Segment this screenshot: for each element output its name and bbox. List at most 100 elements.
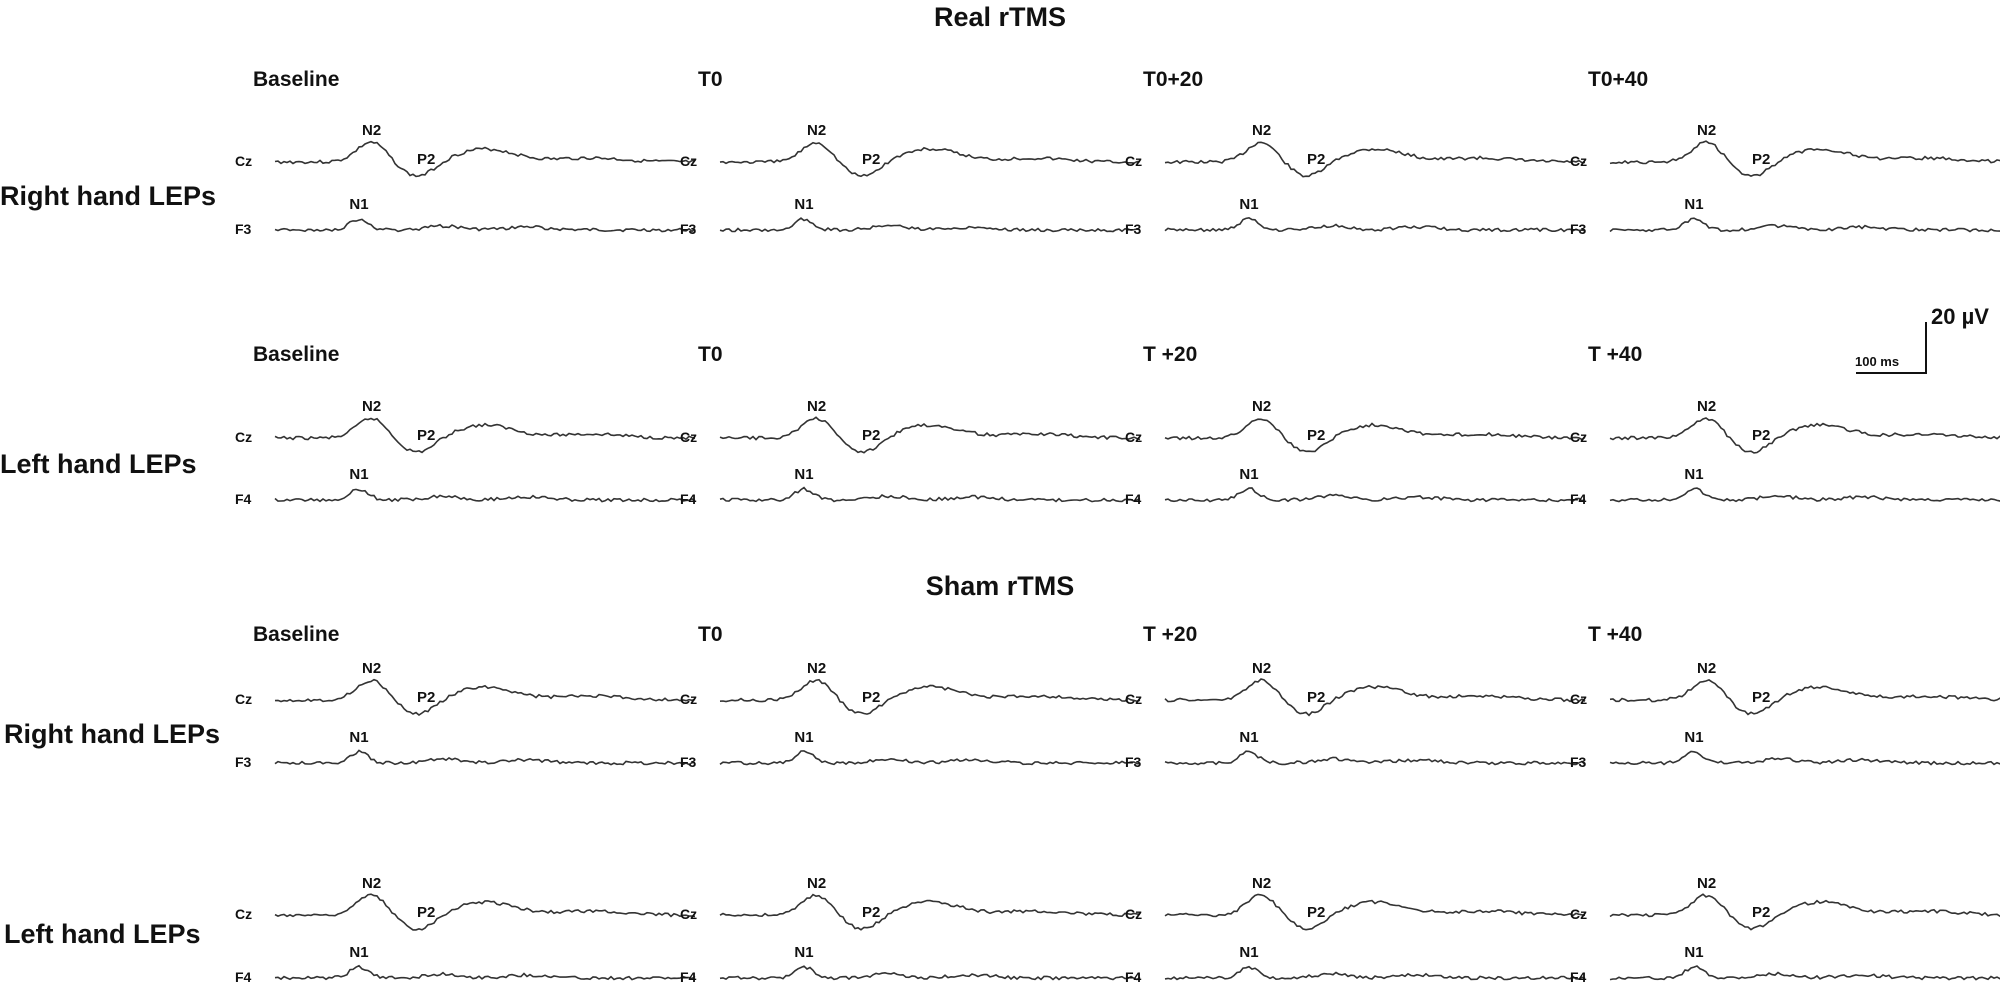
channel-label-upper: Cz — [1570, 429, 1588, 445]
peak-label-p2: P2 — [1307, 904, 1326, 921]
peak-label-p2: P2 — [1752, 689, 1771, 706]
column-header: Baseline — [253, 623, 340, 646]
eeg-trace-lower — [1164, 216, 1586, 233]
column-header: T0+40 — [1588, 68, 1649, 91]
peak-label-n2: N2 — [1252, 398, 1272, 415]
channel-label-upper: Cz — [235, 691, 253, 707]
peak-label-p2: P2 — [862, 151, 881, 168]
peak-label-p2: P2 — [1307, 151, 1326, 168]
eeg-trace-upper — [719, 893, 1141, 931]
eeg-trace-upper — [1164, 141, 1586, 178]
section-title-real: Real rTMS — [933, 2, 1067, 32]
peak-label-n2: N2 — [362, 398, 382, 415]
peak-label-n1: N1 — [349, 196, 369, 213]
peak-label-n1: N1 — [1239, 729, 1259, 746]
eeg-trace-lower — [719, 486, 1141, 503]
peak-label-p2: P2 — [1752, 904, 1771, 921]
peak-label-p2: P2 — [862, 689, 881, 706]
channel-label-lower: F3 — [1570, 221, 1587, 237]
channel-label-lower: F4 — [235, 491, 252, 507]
eeg-trace-upper — [274, 893, 696, 931]
eeg-trace-lower — [1164, 750, 1586, 766]
channel-label-upper: Cz — [235, 429, 253, 445]
eeg-trace-lower — [1609, 217, 2000, 233]
peak-label-n2: N2 — [1252, 660, 1272, 677]
peak-label-n2: N2 — [1697, 122, 1717, 139]
peak-label-n2: N2 — [807, 122, 827, 139]
channel-label-lower: F3 — [235, 221, 252, 237]
peak-label-p2: P2 — [417, 151, 436, 168]
channel-label-lower: F4 — [680, 969, 697, 985]
peak-label-p2: P2 — [1307, 427, 1326, 444]
eeg-trace-upper — [1164, 893, 1586, 931]
column-header: Baseline — [253, 343, 340, 366]
eeg-trace-upper — [1609, 417, 2000, 454]
eeg-trace-upper — [1609, 140, 2000, 177]
peak-label-n1: N1 — [349, 466, 369, 483]
channel-label-lower: F3 — [680, 221, 697, 237]
channel-label-upper: Cz — [1570, 691, 1588, 707]
column-header: T +40 — [1588, 623, 1643, 646]
channel-label-lower: F3 — [1125, 221, 1142, 237]
channel-label-upper: Cz — [1125, 429, 1143, 445]
channel-label-upper: Cz — [1125, 906, 1143, 922]
peak-label-p2: P2 — [417, 427, 436, 444]
channel-label-lower: F4 — [680, 491, 697, 507]
column-header: T0 — [698, 343, 723, 366]
column-header: T0 — [698, 68, 723, 91]
channel-label-upper: Cz — [235, 906, 253, 922]
peak-label-n2: N2 — [1252, 875, 1272, 892]
peak-label-p2: P2 — [862, 427, 881, 444]
eeg-trace-lower — [1609, 750, 2000, 766]
peak-label-n1: N1 — [794, 729, 814, 746]
row-label: Left hand LEPs — [4, 919, 201, 949]
column-header: T +40 — [1588, 343, 1643, 366]
peak-label-p2: P2 — [1752, 427, 1771, 444]
peak-label-p2: P2 — [1752, 151, 1771, 168]
channel-label-upper: Cz — [1125, 691, 1143, 707]
eeg-trace-upper — [719, 416, 1141, 454]
eeg-trace-upper — [1609, 893, 2000, 931]
peak-label-n1: N1 — [794, 944, 814, 961]
eeg-trace-lower — [719, 217, 1141, 233]
peak-label-n2: N2 — [807, 398, 827, 415]
peak-label-n2: N2 — [362, 660, 382, 677]
peak-label-p2: P2 — [1307, 689, 1326, 706]
peak-label-n2: N2 — [1252, 122, 1272, 139]
eeg-trace-upper — [1609, 679, 2000, 716]
section-title-sham: Sham rTMS — [925, 571, 1075, 601]
channel-label-lower: F3 — [680, 754, 697, 770]
scale-bar-amplitude-label: 20 µV — [1931, 304, 1989, 329]
peak-label-n2: N2 — [807, 875, 827, 892]
channel-label-upper: Cz — [680, 906, 698, 922]
peak-label-n2: N2 — [1697, 398, 1717, 415]
eeg-trace-lower — [1164, 965, 1586, 981]
scale-bar-amplitude-line — [1925, 322, 1927, 374]
eeg-trace-upper — [1164, 418, 1586, 453]
channel-label-upper: Cz — [680, 153, 698, 169]
eeg-trace-upper — [1164, 678, 1586, 717]
scale-bar-time-label: 100 ms — [1855, 354, 1900, 369]
channel-label-lower: F3 — [1570, 754, 1587, 770]
peak-label-n1: N1 — [1684, 729, 1704, 746]
column-header: T0+20 — [1143, 68, 1204, 91]
peak-label-n1: N1 — [1684, 466, 1704, 483]
peak-label-n2: N2 — [807, 660, 827, 677]
eeg-trace-lower — [274, 749, 696, 766]
eeg-trace-lower — [1609, 487, 2000, 503]
channel-label-upper: Cz — [1570, 153, 1588, 169]
row-label: Right hand LEPs — [4, 719, 220, 749]
channel-label-lower: F4 — [1570, 969, 1587, 985]
peak-label-n1: N1 — [349, 944, 369, 961]
eeg-trace-upper — [719, 141, 1141, 178]
channel-label-lower: F4 — [1125, 969, 1142, 985]
eeg-trace-upper — [274, 417, 696, 454]
eeg-trace-upper — [274, 140, 696, 178]
scale-bar-time-line — [1856, 372, 1927, 374]
peak-label-n1: N1 — [349, 729, 369, 746]
eeg-trace-lower — [1609, 965, 2000, 981]
channel-label-lower: F4 — [235, 969, 252, 985]
channel-label-lower: F3 — [1125, 754, 1142, 770]
